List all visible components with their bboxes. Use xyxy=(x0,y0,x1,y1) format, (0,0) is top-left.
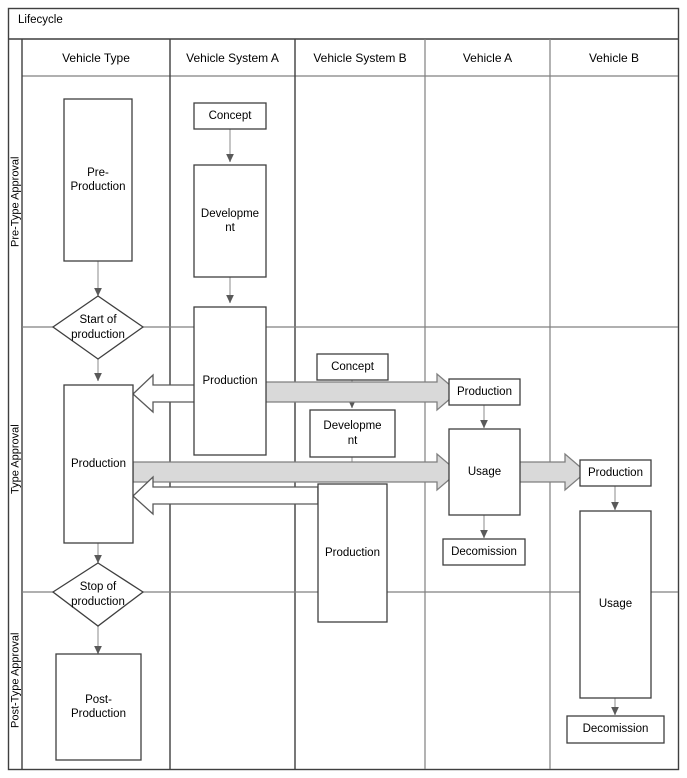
row-label-pre-type-approval: Pre-Type Approval xyxy=(9,156,22,247)
node-vb-production[interactable] xyxy=(579,459,652,487)
node-va-decomission[interactable] xyxy=(442,538,526,566)
node-vb-decomission[interactable] xyxy=(566,715,665,744)
node-vsa-production[interactable] xyxy=(193,306,267,456)
node-vsa-concept[interactable] xyxy=(193,102,267,130)
node-vsb-concept[interactable] xyxy=(316,353,389,381)
node-vt-production[interactable] xyxy=(63,384,134,544)
column-header-vehicle-system-b: Vehicle System B xyxy=(313,51,407,65)
node-vsa-development[interactable] xyxy=(193,164,267,278)
diagram-title: Lifecycle xyxy=(18,14,63,26)
block-arrow-vt-production-to-va-usage xyxy=(132,452,459,492)
node-vt-stop-of-production[interactable] xyxy=(51,562,145,627)
column-header-vehicle-a: Vehicle A xyxy=(462,51,513,65)
node-vt-post-production[interactable] xyxy=(55,653,142,761)
block-arrow-va-usage-to-vb-production xyxy=(511,452,587,492)
block-arrow-vsa-production-to-va-production xyxy=(264,372,459,412)
column-header-vehicle-type: Vehicle Type xyxy=(62,51,130,65)
node-vt-start-of-production[interactable] xyxy=(51,295,145,360)
node-vt-pre-production[interactable] xyxy=(63,98,133,262)
row-label-post-type-approval: Post-Type Approval xyxy=(9,632,22,729)
row-label-type-approval: Type Approval xyxy=(9,424,22,495)
node-vsb-development[interactable] xyxy=(309,409,396,458)
node-vb-usage[interactable] xyxy=(579,510,652,699)
node-va-usage[interactable] xyxy=(448,428,521,516)
column-header-vehicle-b: Vehicle B xyxy=(588,51,640,65)
column-header-vehicle-system-a: Vehicle System A xyxy=(186,51,279,65)
hollow-arrow-vsb-production-to-vt-production xyxy=(132,475,319,516)
node-vsb-production[interactable] xyxy=(317,483,388,623)
node-va-production[interactable] xyxy=(448,378,521,406)
